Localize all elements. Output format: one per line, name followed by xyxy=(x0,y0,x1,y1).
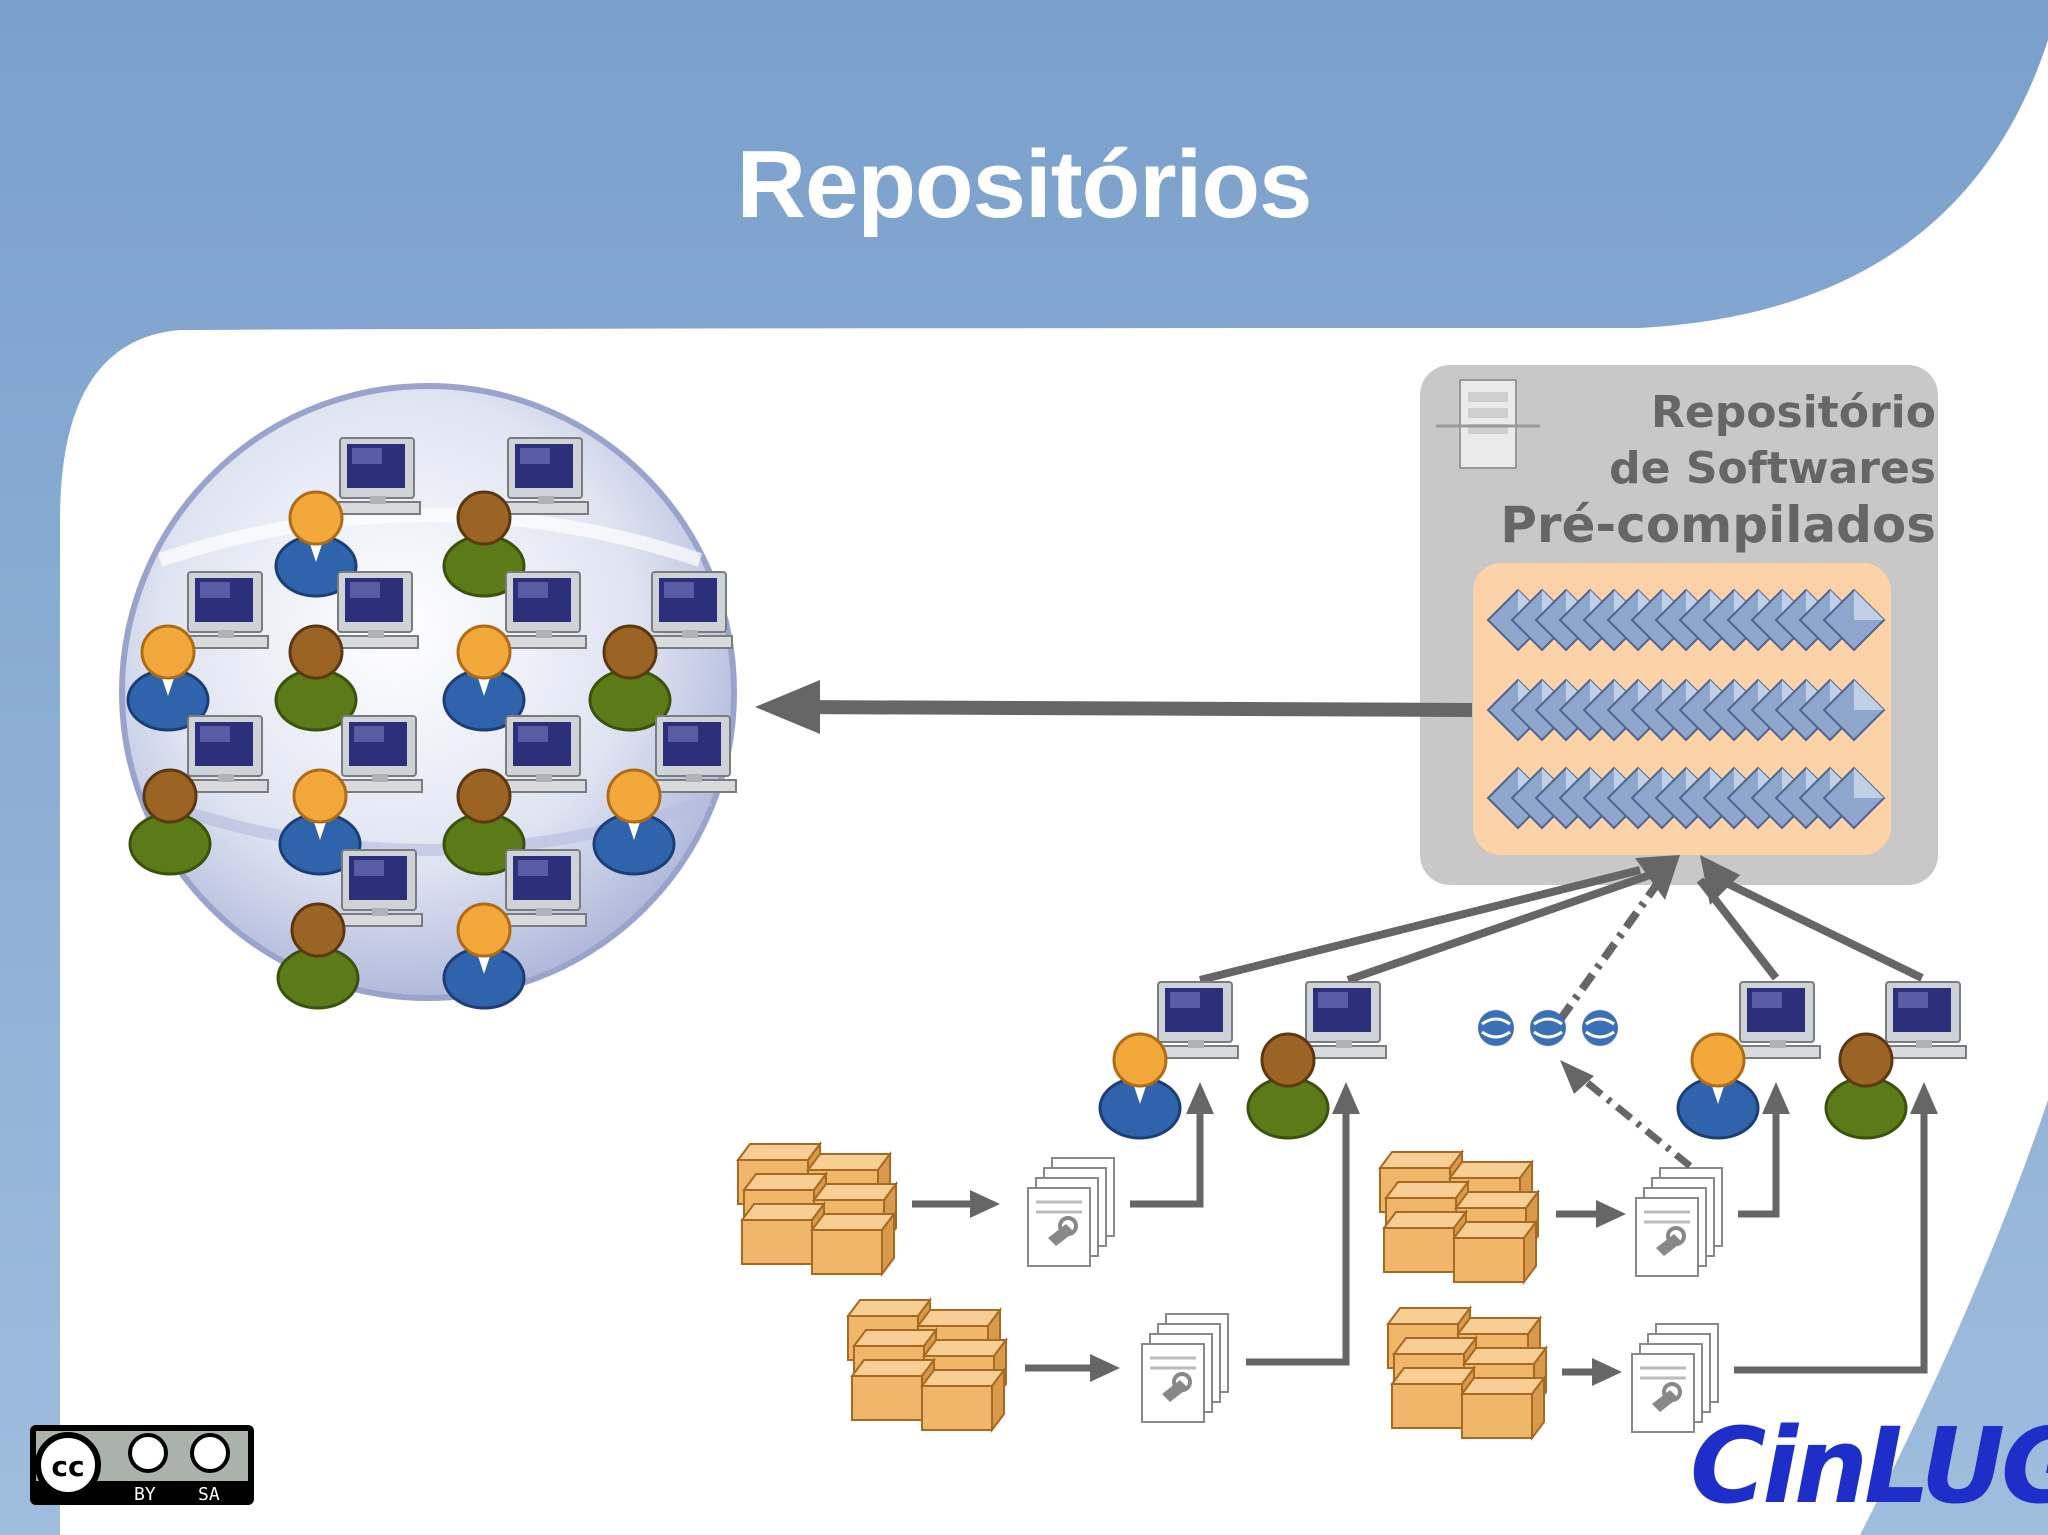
cc-icon xyxy=(35,1432,101,1498)
repository-box xyxy=(1420,365,1938,885)
build-flow-arrowheads xyxy=(970,1060,1938,1386)
cinlug-logo: CinLUG xyxy=(1690,1405,2048,1527)
source-packages-icon xyxy=(1388,1308,1546,1438)
repository-label-line1: Repositório xyxy=(1651,387,1936,438)
package-row xyxy=(1488,768,1884,828)
slide-title: Repositórios xyxy=(736,131,1313,238)
internet-users-globe xyxy=(119,383,737,1010)
repository-label-line2: de Softwares xyxy=(1609,443,1936,494)
source-packages-icon xyxy=(848,1300,1006,1430)
share-alike-icon xyxy=(190,1433,230,1473)
attribution-icon xyxy=(128,1433,168,1473)
package-row xyxy=(1488,590,1884,650)
creative-commons-badge: cc xyxy=(30,1425,254,1505)
cc-by-label: BY xyxy=(134,1484,156,1505)
package-row xyxy=(1488,680,1884,740)
svg-text:cc: cc xyxy=(51,1450,84,1483)
distribution-arrow xyxy=(789,700,1473,717)
source-packages-icon xyxy=(738,1144,896,1274)
server-icon xyxy=(1436,379,1540,469)
network-globe-icons xyxy=(1476,1008,1620,1048)
globe-icon xyxy=(119,383,737,1001)
source-packages-icon xyxy=(1380,1152,1538,1282)
distribution-arrowhead xyxy=(755,680,820,734)
repository-label-line3: Pré-compilados xyxy=(1500,496,1936,554)
cc-sa-label: SA xyxy=(198,1484,220,1505)
repository-label: Repositório de Softwares Pré-compilados xyxy=(1500,385,1936,553)
